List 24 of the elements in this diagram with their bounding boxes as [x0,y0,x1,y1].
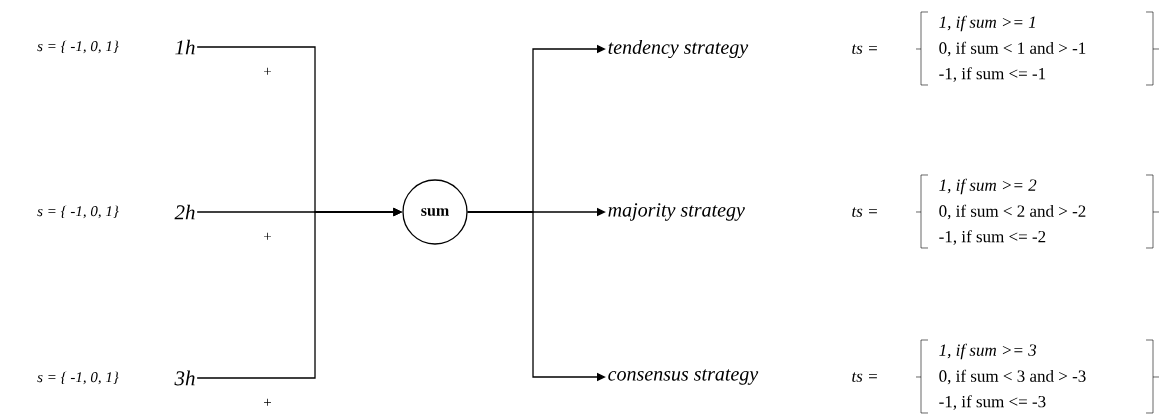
case-line: 1, if sum >= 3 [939,343,1037,360]
set-label: s = { -1, 0, 1} [37,205,119,219]
input-label: 3h [174,370,195,386]
case-line: -1, if sum <= -3 [939,395,1046,410]
input-label: 2h [174,204,195,220]
case-line: 1, if sum >= 2 [939,178,1037,195]
input-label: 1h [175,39,195,55]
formula-label: ts = [852,372,877,382]
formula-label: ts = [852,44,877,54]
edge-label: + [262,66,273,78]
strategy-label: majority strategy [608,203,745,221]
case-line: -1, if sum <= -1 [939,67,1046,82]
case-line: -1, if sum <= -2 [939,230,1046,245]
set-label: s = { -1, 0, 1} [37,371,119,385]
set-label: s = { -1, 0, 1} [37,40,119,54]
strategy-label: consensus strategy [608,369,759,385]
edge-label: + [262,397,273,409]
case-line: 0, if sum < 3 and > -3 [939,369,1086,385]
edge-label: + [262,231,273,243]
case-line: 1, if sum >= 1 [939,15,1035,32]
formula-label: ts = [852,207,877,217]
strategy-label: tendency strategy [608,39,749,59]
case-line: 0, if sum < 1 and > -1 [939,41,1086,57]
case-line: 0, if sum < 2 and > -2 [939,204,1086,220]
